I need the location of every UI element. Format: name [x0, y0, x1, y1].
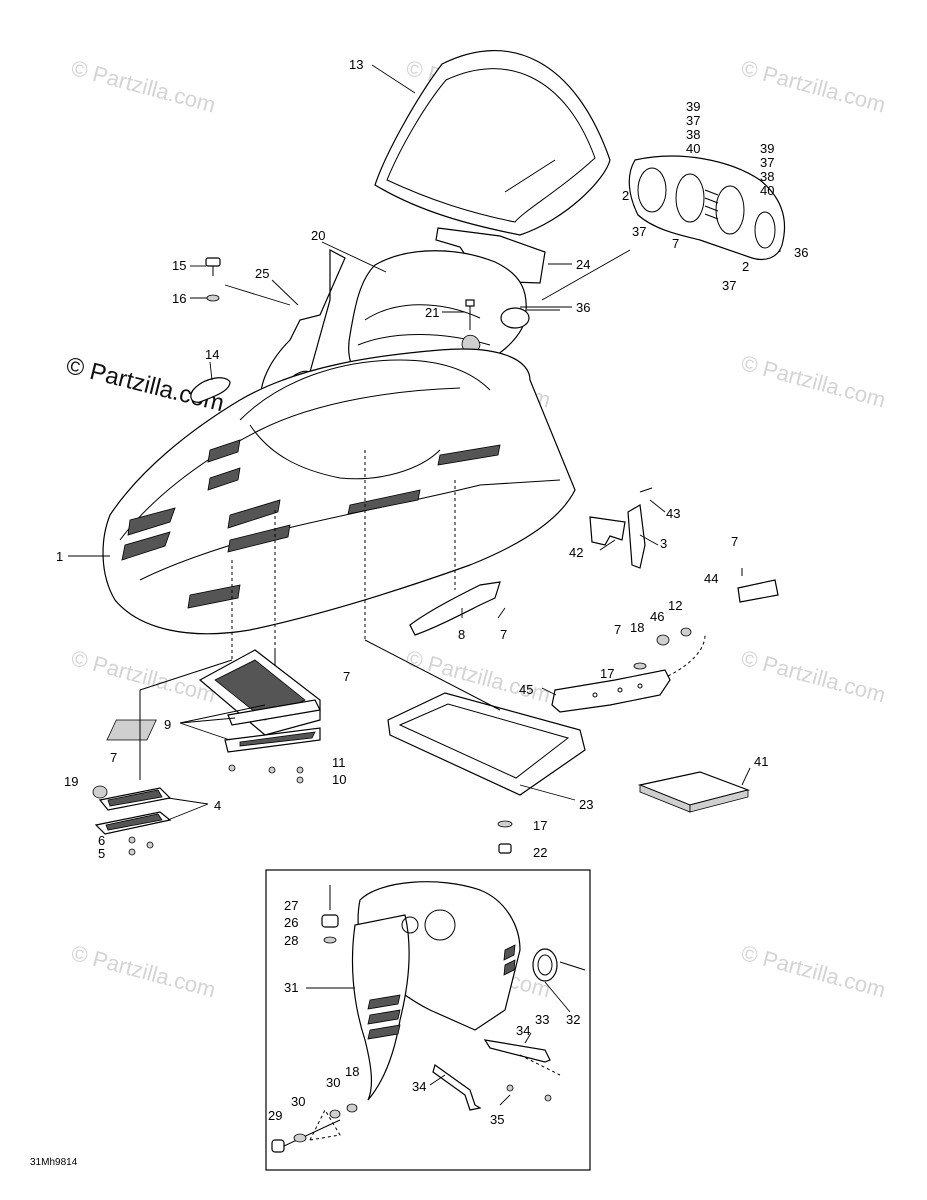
- tray-part: [106, 692, 586, 796]
- handle-part: [190, 377, 231, 403]
- callout-label: 37: [632, 224, 646, 239]
- callout-label: 31: [284, 980, 298, 995]
- callout-label: 45: [519, 682, 533, 697]
- callout-label: 35: [490, 1112, 504, 1127]
- callout-label: 13: [349, 57, 363, 72]
- callout-label: 30: [326, 1075, 340, 1090]
- callout-label: 18: [345, 1064, 359, 1079]
- plug-part: [205, 257, 221, 302]
- bolt-29-part: [271, 1103, 358, 1153]
- callout-label: 19: [64, 774, 78, 789]
- panel-31-part: [351, 881, 521, 1101]
- callout-labels: 13 39 37 38 40 39 37 38 40 2 37 7 36 2 3…: [56, 57, 808, 1127]
- leader-lines: [68, 64, 781, 1106]
- callout-label: 37: [722, 278, 736, 293]
- fasteners-part: [128, 764, 304, 856]
- callout-label: 17: [533, 818, 547, 833]
- callout-label: 40: [686, 141, 700, 156]
- cover-8-part: [409, 581, 501, 636]
- callout-label: 34: [412, 1079, 426, 1094]
- callout-label: 7: [614, 622, 621, 637]
- callout-label: 21: [425, 305, 439, 320]
- callout-label: 25: [255, 266, 269, 281]
- assembly-lines: [139, 450, 501, 780]
- windshield-part: [374, 49, 611, 236]
- callout-label: 26: [284, 915, 298, 930]
- hull-part: [102, 348, 576, 635]
- callout-label: 18: [630, 620, 644, 635]
- callout-label: 36: [576, 300, 590, 315]
- callout-label: 32: [566, 1012, 580, 1027]
- callout-label: 39: [686, 99, 700, 114]
- callout-label: 41: [754, 754, 768, 769]
- stud-stack-part: [321, 885, 339, 944]
- callout-label: 2: [742, 259, 749, 274]
- callout-label: 17: [600, 666, 614, 681]
- callout-label: 22: [533, 845, 547, 860]
- callout-label: 34: [516, 1023, 530, 1038]
- callout-label: 43: [666, 506, 680, 521]
- callout-label: 29: [268, 1108, 282, 1123]
- footrest-part: [198, 649, 321, 753]
- hardware-17-22-part: [497, 820, 513, 854]
- callout-label: 23: [579, 797, 593, 812]
- callout-label: 10: [332, 772, 346, 787]
- callout-label: 6: [98, 833, 105, 848]
- callout-label: 12: [668, 598, 682, 613]
- callout-label: 27: [284, 898, 298, 913]
- callout-label: 1: [56, 549, 63, 564]
- callout-label: 14: [205, 347, 219, 362]
- callout-label: 2: [622, 188, 629, 203]
- callout-label: 39: [760, 141, 774, 156]
- callout-label: 28: [284, 933, 298, 948]
- callout-label: 44: [704, 571, 718, 586]
- callout-label: 11: [332, 755, 346, 770]
- callout-label: 42: [569, 545, 583, 560]
- callout-label: 37: [686, 113, 700, 128]
- callout-label: 7: [672, 236, 679, 251]
- callout-label: 7: [500, 627, 507, 642]
- detail-inset-box: [265, 869, 591, 1171]
- callout-label: 3: [660, 536, 667, 551]
- grommet-33-part: [532, 948, 586, 982]
- callout-label: 20: [311, 228, 325, 243]
- bracket-34-part: [432, 1039, 561, 1111]
- pad-41-part: [637, 771, 750, 813]
- callout-label: 16: [172, 291, 186, 306]
- callout-label: 33: [535, 1012, 549, 1027]
- callout-label: 38: [686, 127, 700, 142]
- callout-label: 7: [110, 750, 117, 765]
- callout-label: 7: [731, 534, 738, 549]
- diagram-code: 31Mh9814: [30, 1157, 78, 1168]
- plate-44-part: [737, 568, 779, 603]
- plates-4-part: [92, 785, 172, 835]
- callout-label: 15: [172, 258, 186, 273]
- callout-label: 24: [576, 257, 590, 272]
- callout-label: 5: [98, 846, 105, 861]
- callout-label: 30: [291, 1094, 305, 1109]
- callout-label: 38: [760, 169, 774, 184]
- callout-label: 46: [650, 609, 664, 624]
- callout-label: 40: [760, 183, 774, 198]
- callout-label: 9: [164, 717, 171, 732]
- callout-label: 8: [458, 627, 465, 642]
- bracket-45-part: [551, 627, 706, 713]
- callout-label: 37: [760, 155, 774, 170]
- gauge-panel-part: [628, 155, 786, 261]
- callout-label: 7: [343, 669, 350, 684]
- callout-label: 36: [794, 245, 808, 260]
- latch-bracket-part: [589, 487, 653, 569]
- callout-label: 4: [214, 798, 221, 813]
